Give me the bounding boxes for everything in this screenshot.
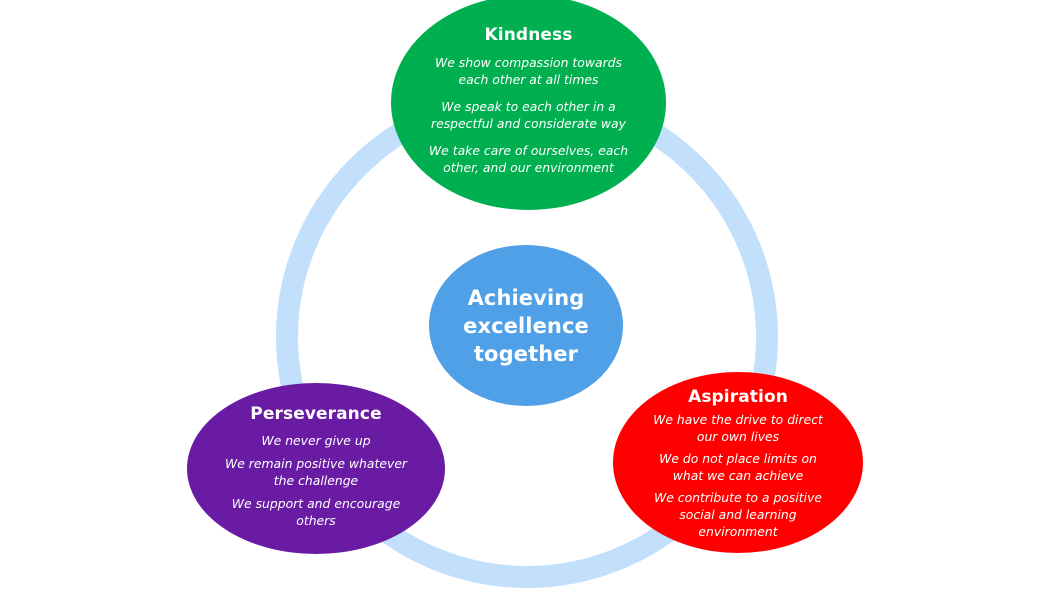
perseverance-statement: We remain positive whatever the challeng… <box>224 456 408 488</box>
perseverance-title: Perseverance <box>250 404 382 424</box>
kindness-bubble: Kindness We show compassion towards each… <box>391 0 666 210</box>
centre-title: Achieving excellence together <box>463 285 589 366</box>
aspiration-title: Aspiration <box>688 386 788 407</box>
centre-bubble: Achieving excellence together <box>429 245 623 406</box>
kindness-title: Kindness <box>484 25 573 45</box>
kindness-statement: We show compassion towards each other at… <box>434 55 622 87</box>
perseverance-statement: We support and encourage others <box>231 496 401 528</box>
perseverance-statement: We never give up <box>261 433 371 448</box>
perseverance-bubble: Perseverance We never give up We remain … <box>187 383 445 554</box>
aspiration-bubble: Aspiration We have the drive to direct o… <box>613 372 863 553</box>
kindness-statement: We speak to each other in a respectful a… <box>431 99 626 131</box>
aspiration-statement: We do not place limits on what we can ac… <box>659 450 817 483</box>
aspiration-statement: We contribute to a positive social and l… <box>653 489 823 539</box>
aspiration-statement: We have the drive to direct our own live… <box>653 411 823 444</box>
kindness-statement: We take care of ourselves, each other, a… <box>428 143 629 175</box>
